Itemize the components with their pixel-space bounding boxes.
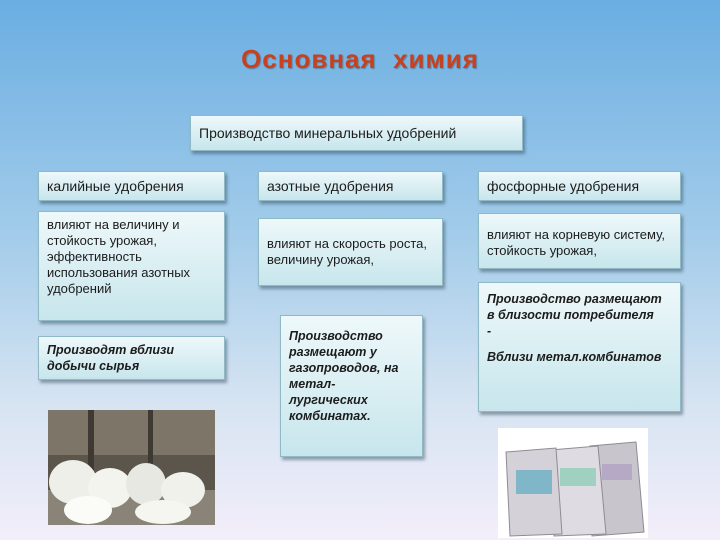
potassium-warehouse-photo bbox=[48, 410, 215, 525]
phosphorus-description: влияют на корневую систему, стойкость ур… bbox=[487, 227, 665, 258]
potassium-description-box: влияют на величину и стойкость урожая, э… bbox=[38, 211, 225, 321]
main-topic-label: Производство минеральных удобрений bbox=[199, 125, 456, 141]
page-title: Основная химия bbox=[0, 44, 720, 75]
phosphorus-location-line3: - bbox=[487, 323, 672, 339]
phosphorus-header-label: фосфорные удобрения bbox=[487, 178, 639, 194]
potassium-description: влияют на величину и стойкость урожая, э… bbox=[47, 217, 190, 296]
main-topic-box: Производство минеральных удобрений bbox=[190, 115, 523, 151]
nitrogen-header-box: азотные удобрения bbox=[258, 171, 443, 201]
nitrogen-description-box: влияют на скорость роста, величину урожа… bbox=[258, 218, 443, 286]
nitrogen-location-box: Производство размещают у газопроводов, н… bbox=[280, 315, 423, 457]
phosphorus-header-box: фосфорные удобрения bbox=[478, 171, 681, 201]
nitrogen-header-label: азотные удобрения bbox=[267, 178, 393, 194]
potassium-location: Производят вблизи добычи сырья bbox=[47, 343, 174, 373]
phosphorus-location-line4: Вблизи метал.комбинатов bbox=[487, 349, 672, 365]
potassium-header-box: калийные удобрения bbox=[38, 171, 225, 201]
potassium-header-label: калийные удобрения bbox=[47, 178, 184, 194]
potassium-location-box: Производят вблизи добычи сырья bbox=[38, 336, 225, 380]
nitrogen-description: влияют на скорость роста, величину урожа… bbox=[267, 236, 427, 267]
phosphorus-location-box: Производство размещают в близости потреб… bbox=[478, 282, 681, 412]
phosphorus-location-line2: в близости потребителя bbox=[487, 307, 672, 323]
phosphorus-description-box: влияют на корневую систему, стойкость ур… bbox=[478, 213, 681, 269]
phosphorus-bags-photo bbox=[498, 428, 648, 538]
nitrogen-location: Производство размещают у газопроводов, н… bbox=[289, 329, 398, 423]
phosphorus-location-line1: Производство размещают bbox=[487, 291, 672, 307]
